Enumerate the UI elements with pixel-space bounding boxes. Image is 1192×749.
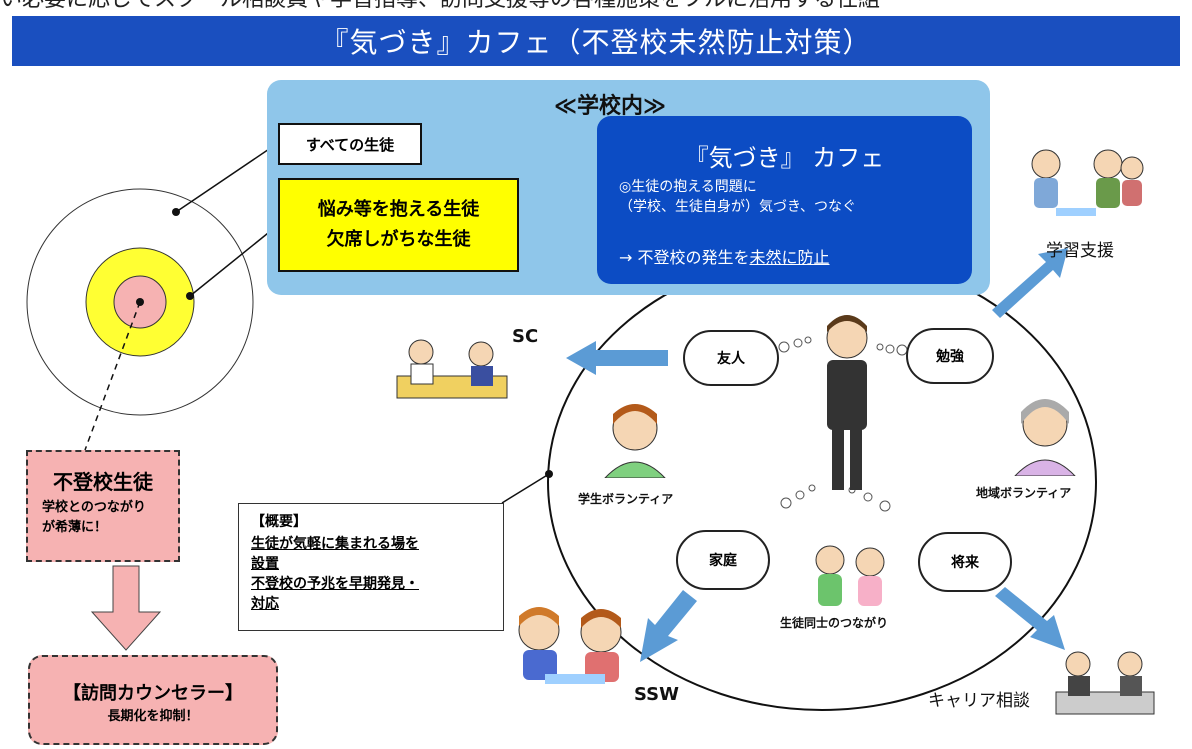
label-study-support: 学習支援 <box>1046 241 1114 261</box>
cafe-point-line2: （学校、生徒自身が）気づき、つなぐ <box>619 199 857 215</box>
pink-down-arrow <box>90 565 162 651</box>
cafe-point-line1: ◎生徒の抱える問題に <box>619 179 757 195</box>
study-support-illustration <box>1031 149 1144 216</box>
label-career: キャリア相談 <box>928 691 1030 711</box>
summary-line4: 対応 <box>251 596 279 612</box>
visit-note: 長期化を抑制！ <box>107 709 199 724</box>
futoko-note-line2: が希薄に！ <box>42 520 108 535</box>
peer-illustration <box>815 545 885 606</box>
cafe-box: 『気づき』 カフェ ◎生徒の抱える問題に （学校、生徒自身が）気づき、つなぐ →… <box>597 116 972 284</box>
student-volunteer-illustration <box>604 404 666 478</box>
cut-off-header-text: い必要に応じてスクール相談員や学習指導、訪問支援等の各種施策をフルに活用する仕組 <box>0 0 1192 14</box>
cafe-result-prefix: → 不登校の発生を <box>619 248 750 267</box>
career-illustration <box>1055 651 1155 715</box>
thought-cloud-friends: 友人 <box>683 330 779 386</box>
thought-cloud-study: 勉強 <box>906 328 994 384</box>
sc-illustration <box>396 339 508 399</box>
visit-counselor-box: 【訪問カウンセラー】 長期化を抑制！ <box>28 655 278 745</box>
all-students-box: すべての生徒 <box>278 123 422 165</box>
summary-box: 【概要】 生徒が気軽に集まれる場を 設置 不登校の予兆を早期発見・ 対応 <box>238 503 504 631</box>
student-illustration <box>826 315 868 490</box>
summary-line1: 生徒が気軽に集まれる場を <box>251 536 419 552</box>
label-sc: SC <box>512 326 539 347</box>
worried-students-box: 悩み等を抱える生徒 欠席しがちな生徒 <box>278 178 519 272</box>
arrow-to-career <box>995 587 1065 650</box>
futoko-student-box: 不登校生徒 学校とのつながり が希薄に！ <box>26 450 180 562</box>
label-local-volunteer: 地域ボランティア <box>976 486 1072 500</box>
cafe-result: → 不登校の発生を未然に防止 <box>619 244 830 268</box>
label-student-volunteer: 学生ボランティア <box>578 492 674 506</box>
label-peer-connection: 生徒同士のつながり <box>780 616 889 630</box>
futoko-title: 不登校生徒 <box>53 470 153 494</box>
page-title: 『気づき』カフェ（不登校未然防止対策） <box>12 16 1180 66</box>
thought-cloud-future: 将来 <box>918 532 1012 592</box>
label-ssw: SSW <box>634 684 679 705</box>
summary-line3: 不登校の予兆を早期発見・ <box>251 576 419 592</box>
ssw-illustration <box>518 607 622 684</box>
arrow-to-ssw <box>640 590 697 662</box>
arrow-to-sc <box>566 341 668 375</box>
visit-title: 【訪問カウンセラー】 <box>63 683 243 704</box>
worried-students-line1: 悩み等を抱える生徒 <box>317 199 480 220</box>
cafe-result-underlined: 未然に防止 <box>749 248 830 267</box>
worried-students-line2: 欠席しがちな生徒 <box>326 229 471 250</box>
local-volunteer-illustration <box>1014 399 1076 476</box>
thought-cloud-home: 家庭 <box>676 530 770 590</box>
futoko-note-line1: 学校とのつながり <box>42 500 146 515</box>
arrow-to-study <box>992 248 1068 318</box>
blue-arrows <box>566 248 1068 662</box>
summary-heading: 【概要】 <box>251 514 307 530</box>
school-label: ≪学校内≫ <box>553 94 667 119</box>
cafe-title: 『気づき』 カフェ <box>684 144 885 172</box>
summary-line2: 設置 <box>251 556 279 572</box>
